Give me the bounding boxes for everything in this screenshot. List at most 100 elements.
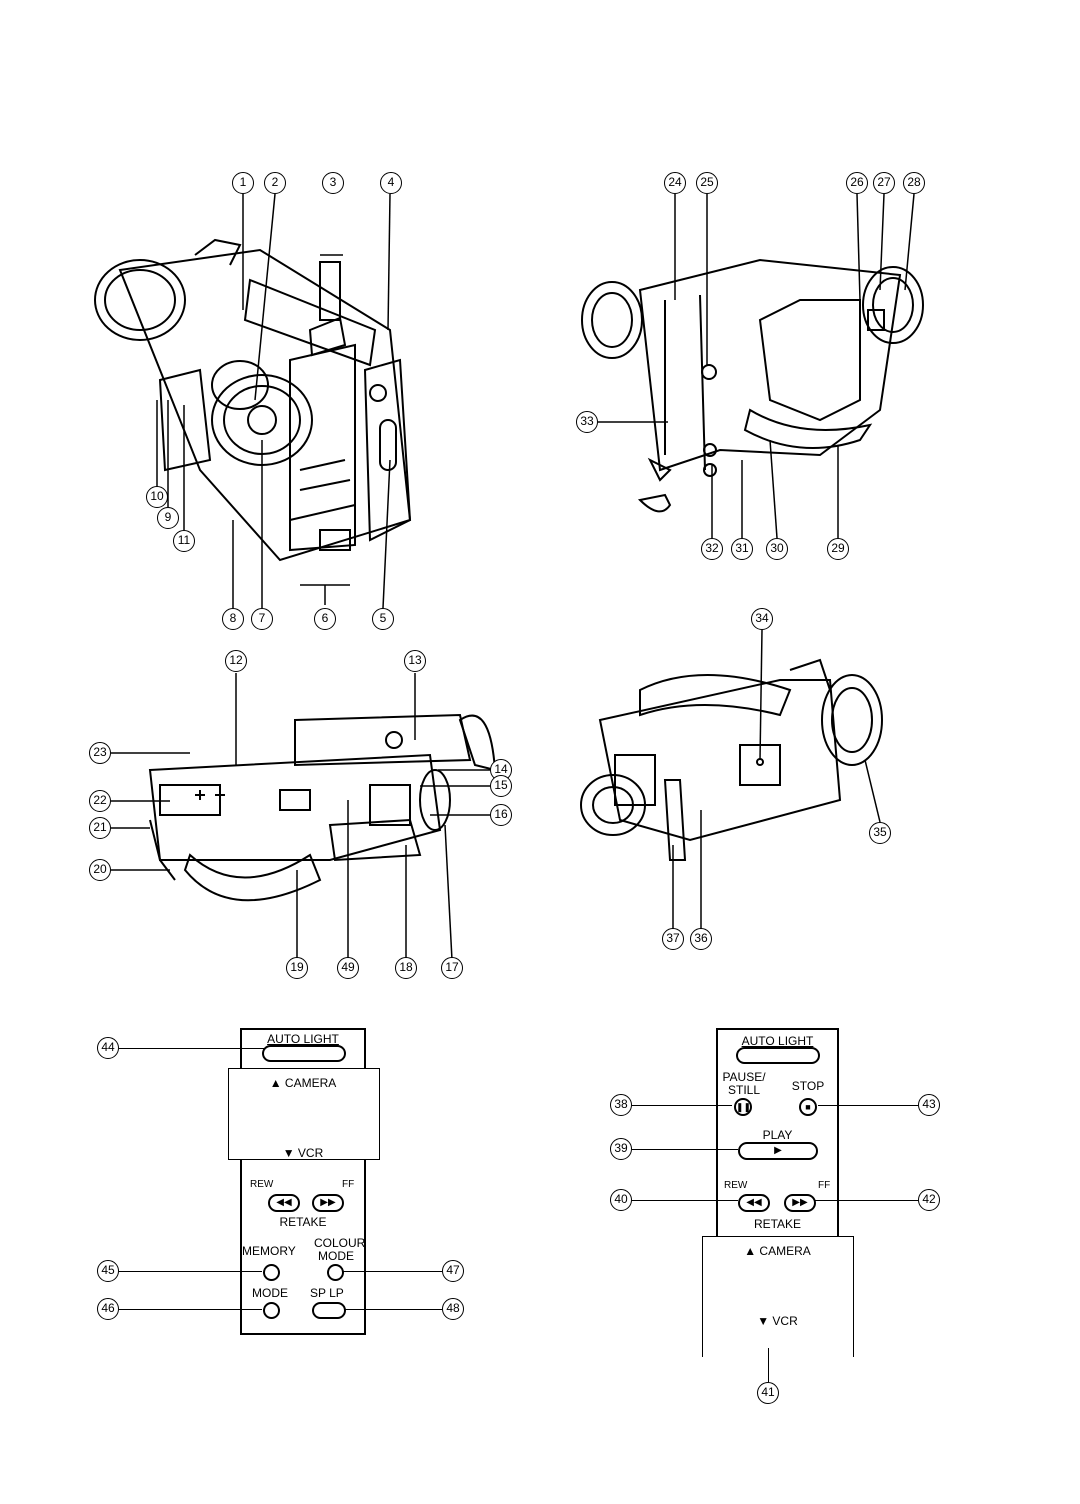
sp-lp-label: SP LP: [310, 1286, 344, 1300]
callout-12: 12: [225, 650, 247, 672]
sp-lp-switch[interactable]: [312, 1302, 346, 1319]
leader-39: [632, 1149, 738, 1150]
callout-18: 18: [395, 957, 417, 979]
colour-mode-button[interactable]: [327, 1264, 344, 1281]
callout-29: 29: [827, 538, 849, 560]
camcorder-bottom-view: [580, 658, 883, 861]
stop-button[interactable]: ■: [799, 1098, 817, 1116]
vcr-label: ▼ VCR: [282, 1146, 324, 1160]
ff-label-right: FF: [818, 1180, 831, 1191]
still-label: STILL: [727, 1083, 760, 1097]
callout-4: 4: [380, 172, 402, 194]
callout-leaders: [111, 193, 915, 961]
callout-23: 23: [89, 742, 111, 764]
left-control-panel: AUTO LIGHT ▲ CAMERA ▼ VCR REW FF ◀◀ ▶▶ R…: [228, 1028, 380, 1335]
leader-43: [818, 1105, 918, 1106]
callout-15: 15: [490, 775, 512, 797]
leader-42: [814, 1200, 918, 1201]
retake-label: RETAKE: [279, 1215, 327, 1229]
callout-35: 35: [869, 822, 891, 844]
callout-38: 38: [610, 1094, 632, 1116]
callout-11: 11: [173, 530, 195, 552]
callout-41: 41: [757, 1382, 779, 1404]
callout-7: 7: [251, 608, 273, 630]
mode-button[interactable]: [263, 1302, 280, 1319]
callout-1: 1: [232, 172, 254, 194]
cover-flap: [228, 1068, 380, 1160]
callout-17: 17: [441, 957, 463, 979]
auto-light-label-right: AUTO LIGHT: [741, 1034, 814, 1048]
auto-light-label: AUTO LIGHT: [267, 1032, 339, 1046]
right-control-panel: AUTO LIGHT PAUSE/ STILL STOP ❚❚ ■ PLAY ▶…: [702, 1028, 854, 1357]
callout-8: 8: [222, 608, 244, 630]
ff-button[interactable]: ▶▶: [312, 1194, 344, 1212]
leader-48: [344, 1309, 442, 1310]
vcr-label-right: ▼ VCR: [757, 1314, 798, 1328]
colour-label: COLOUR: [314, 1236, 366, 1250]
callout-30: 30: [766, 538, 788, 560]
callout-36: 36: [690, 928, 712, 950]
callout-10: 10: [146, 486, 168, 508]
leader-38: [632, 1105, 732, 1106]
leader-47: [342, 1271, 442, 1272]
camcorder-side-view: [148, 713, 497, 902]
callout-5: 5: [372, 608, 394, 630]
rew-button[interactable]: ◀◀: [268, 1194, 300, 1212]
play-button[interactable]: ▶: [738, 1142, 818, 1160]
callout-2: 2: [264, 172, 286, 194]
ff-label: FF: [342, 1179, 355, 1190]
leader-46: [119, 1309, 262, 1310]
retake-label-right: RETAKE: [753, 1217, 802, 1231]
callout-33: 33: [576, 411, 598, 433]
callout-34: 34: [751, 608, 773, 630]
callout-27: 27: [873, 172, 895, 194]
cover-flap-right: [702, 1236, 854, 1357]
leader-45: [119, 1271, 262, 1272]
rew-button-right[interactable]: ◀◀: [738, 1194, 770, 1212]
callout-42: 42: [918, 1189, 940, 1211]
auto-light-button-right[interactable]: [736, 1047, 820, 1064]
memory-button[interactable]: [263, 1264, 280, 1281]
callout-31: 31: [731, 538, 753, 560]
pause-still-button[interactable]: ❚❚: [734, 1098, 752, 1116]
callout-16: 16: [490, 804, 512, 826]
colour-mode-label: MODE: [318, 1249, 354, 1263]
callout-13: 13: [404, 650, 426, 672]
callout-26: 26: [846, 172, 868, 194]
camera-label-right: ▲ CAMERA: [744, 1244, 811, 1258]
callout-28: 28: [903, 172, 925, 194]
leader-44: [119, 1048, 264, 1049]
rew-label: REW: [250, 1179, 274, 1190]
callout-22: 22: [89, 790, 111, 812]
camcorder-front-view: [94, 238, 412, 562]
pause-label: PAUSE/: [722, 1070, 766, 1084]
rew-label-right: REW: [724, 1180, 748, 1191]
camcorder-rear-view: [581, 258, 924, 513]
callout-45: 45: [97, 1260, 119, 1282]
callout-48: 48: [442, 1298, 464, 1320]
callout-39: 39: [610, 1138, 632, 1160]
callout-32: 32: [701, 538, 723, 560]
callout-20: 20: [89, 859, 111, 881]
camera-label: ▲ CAMERA: [269, 1076, 337, 1090]
auto-light-button[interactable]: [262, 1045, 346, 1062]
mode-label: MODE: [252, 1286, 288, 1300]
memory-label: MEMORY: [242, 1244, 296, 1258]
leader-41: [768, 1348, 769, 1382]
callout-37: 37: [662, 928, 684, 950]
callout-21: 21: [89, 817, 111, 839]
callout-3: 3: [322, 172, 344, 194]
leader-40: [632, 1200, 738, 1201]
stop-label: STOP: [791, 1079, 825, 1093]
callout-25: 25: [696, 172, 718, 194]
callout-43: 43: [918, 1094, 940, 1116]
callout-6: 6: [314, 608, 336, 630]
ff-button-right[interactable]: ▶▶: [784, 1194, 816, 1212]
callout-46: 46: [97, 1298, 119, 1320]
play-label: PLAY: [762, 1128, 793, 1142]
callout-19: 19: [286, 957, 308, 979]
callout-44: 44: [97, 1037, 119, 1059]
callout-49: 49: [337, 957, 359, 979]
callout-40: 40: [610, 1189, 632, 1211]
